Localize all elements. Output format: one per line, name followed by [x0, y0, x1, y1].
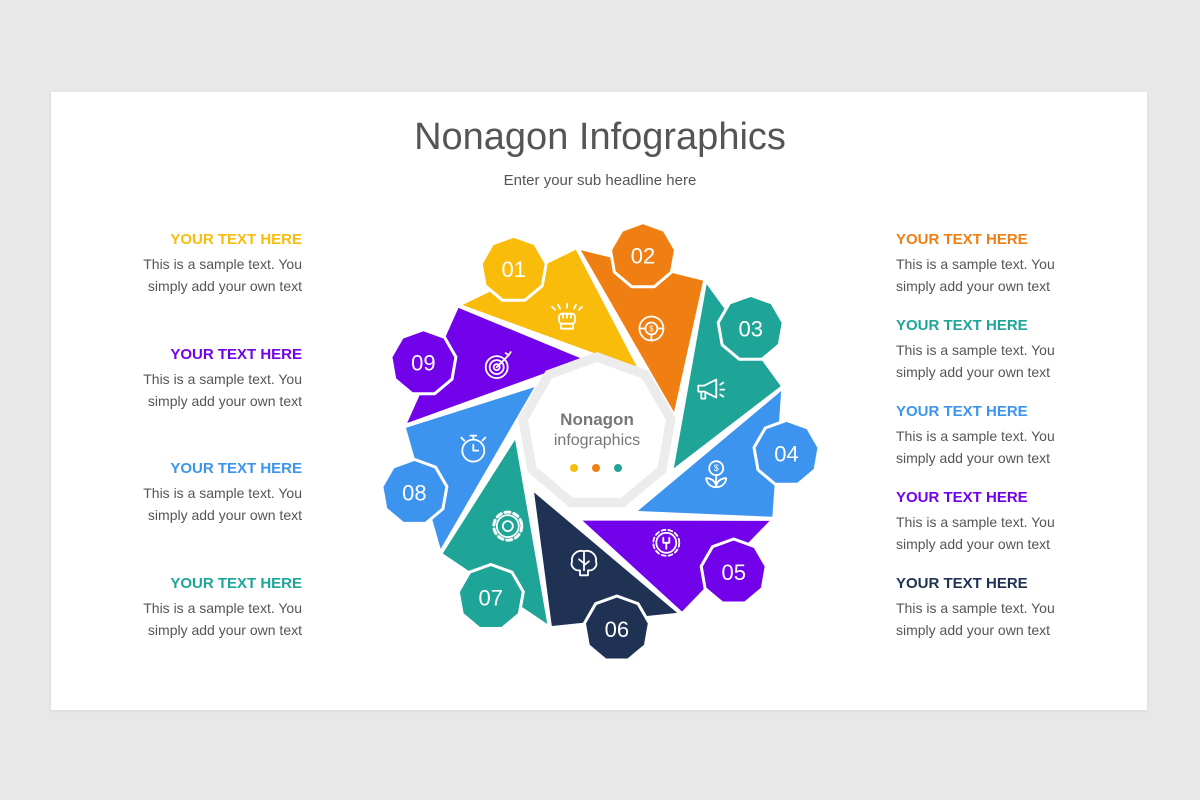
gear-icon — [492, 510, 524, 542]
megaphone-icon — [697, 378, 726, 400]
text-block-09: YOUR TEXT HERE This is a sample text. You… — [62, 346, 302, 412]
badge-05: 05 — [699, 537, 768, 605]
item-body: This is a sample text. You simply add you… — [62, 368, 302, 412]
item-body: This is a sample text. You simply add you… — [62, 482, 302, 526]
badge-number: 02 — [631, 244, 655, 269]
text-block-04: YOUR TEXT HERE This is a sample text. You… — [896, 403, 1136, 469]
item-heading: YOUR TEXT HERE — [896, 575, 1028, 592]
badge-number: 04 — [774, 441, 798, 466]
badge-number: 03 — [738, 316, 762, 341]
badge-03: 03 — [716, 293, 785, 361]
svg-text:$: $ — [649, 325, 654, 334]
item-body-line: This is a sample text. You — [896, 600, 1055, 616]
item-body-line: simply add your own text — [147, 507, 302, 523]
item-heading: YOUR TEXT HERE — [170, 575, 302, 592]
center-subtitle: infographics — [554, 432, 640, 449]
dollar-cycle-icon: $ — [638, 315, 665, 342]
fist-icon — [551, 302, 583, 330]
item-body-line: This is a sample text. You — [896, 514, 1055, 530]
item-heading: YOUR TEXT HERE — [896, 317, 1028, 334]
item-body-line: simply add your own text — [896, 364, 1051, 380]
item-heading: YOUR TEXT HERE — [896, 403, 1028, 420]
item-heading: YOUR TEXT HERE — [170, 460, 302, 477]
item-body-line: simply add your own text — [147, 622, 302, 638]
center-title: Nonagon — [560, 410, 634, 429]
target-icon — [484, 351, 512, 380]
badge-number: 05 — [721, 560, 745, 585]
item-heading: YOUR TEXT HERE — [170, 231, 302, 248]
badge-number: 09 — [411, 351, 435, 376]
text-block-01: YOUR TEXT HERE This is a sample text. You… — [62, 231, 302, 297]
item-heading: YOUR TEXT HERE — [170, 346, 302, 363]
item-body: This is a sample text. You simply add you… — [896, 253, 1136, 297]
badge-06: 06 — [582, 594, 651, 662]
item-body: This is a sample text. You simply add you… — [896, 511, 1136, 555]
badge-08: 08 — [380, 457, 449, 525]
text-block-02: YOUR TEXT HERE This is a sample text. You… — [896, 231, 1136, 297]
item-body-line: simply add your own text — [896, 622, 1051, 638]
badge-09: 09 — [389, 328, 458, 396]
slide-subtitle: Enter your sub headline here — [503, 172, 697, 189]
item-body-line: This is a sample text. You — [143, 485, 302, 501]
center-nonagon — [528, 362, 666, 498]
item-body-line: This is a sample text. You — [143, 256, 302, 272]
badge-01: 01 — [479, 234, 548, 302]
item-body-line: simply add your own text — [147, 393, 302, 409]
badge-number: 01 — [501, 257, 525, 282]
text-block-05: YOUR TEXT HERE This is a sample text. You… — [896, 489, 1136, 555]
stopwatch-icon — [460, 434, 487, 463]
item-body: This is a sample text. You simply add you… — [896, 597, 1136, 641]
item-body-line: This is a sample text. You — [896, 428, 1055, 444]
badge-02: 02 — [609, 221, 677, 289]
item-body-line: This is a sample text. You — [143, 371, 302, 387]
item-body: This is a sample text. You simply add you… — [896, 339, 1136, 383]
text-block-06: YOUR TEXT HERE This is a sample text. You… — [896, 575, 1136, 641]
item-body-line: This is a sample text. You — [896, 342, 1055, 358]
item-body-line: simply add your own text — [896, 450, 1051, 466]
svg-text:$: $ — [714, 463, 719, 473]
center-dot — [592, 464, 600, 472]
text-block-03: YOUR TEXT HERE This is a sample text. You… — [896, 317, 1136, 383]
center-dot — [614, 464, 622, 472]
badge-07: 07 — [456, 563, 525, 630]
center-dot — [570, 464, 578, 472]
badge-number: 07 — [479, 586, 503, 611]
text-block-08: YOUR TEXT HERE This is a sample text. You… — [62, 460, 302, 526]
brain-icon — [570, 549, 598, 577]
item-body: This is a sample text. You simply add you… — [62, 253, 302, 297]
item-body: This is a sample text. You simply add you… — [62, 597, 302, 641]
badge-04: 04 — [752, 418, 821, 486]
item-body-line: This is a sample text. You — [896, 256, 1055, 272]
item-body-line: This is a sample text. You — [143, 600, 302, 616]
text-block-07: YOUR TEXT HERE This is a sample text. You… — [62, 575, 302, 641]
gear-wrench-icon — [652, 528, 681, 557]
badge-number: 08 — [402, 480, 426, 505]
money-plant-icon: $ — [705, 460, 728, 489]
item-body-line: simply add your own text — [896, 536, 1051, 552]
badge-number: 06 — [605, 617, 629, 642]
item-heading: YOUR TEXT HERE — [896, 231, 1028, 248]
item-body-line: simply add your own text — [147, 278, 302, 294]
item-heading: YOUR TEXT HERE — [896, 489, 1028, 506]
item-body: This is a sample text. You simply add you… — [896, 425, 1136, 469]
slide-title: Nonagon Infographics — [414, 116, 786, 158]
item-body-line: simply add your own text — [896, 278, 1051, 294]
